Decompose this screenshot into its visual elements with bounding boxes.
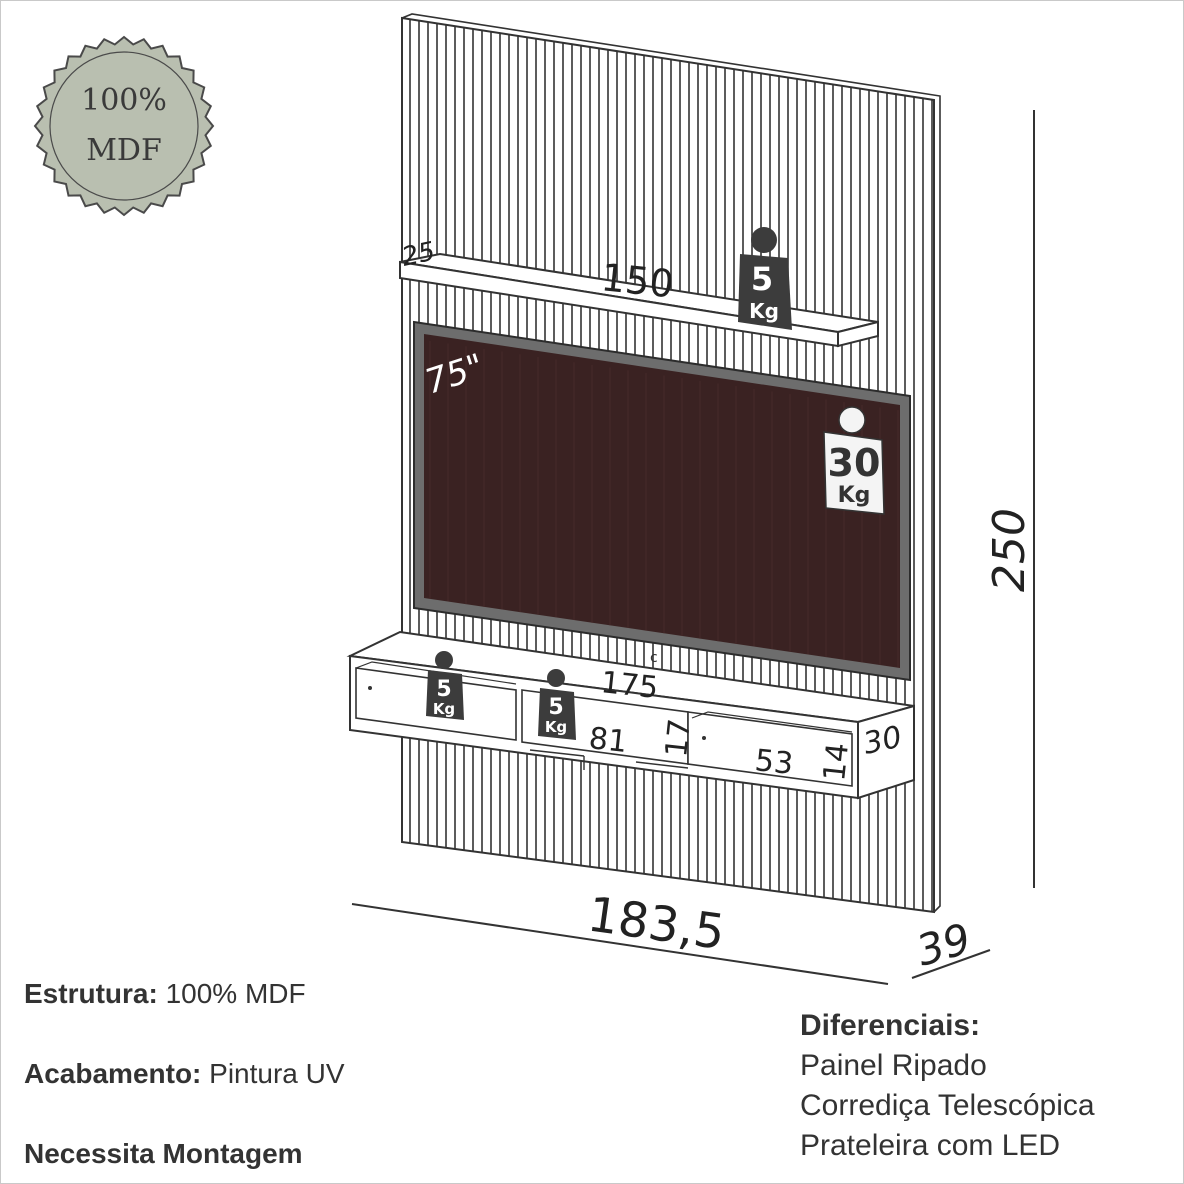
rack-width-label: 175 [599,665,660,706]
seal-line-2: MDF [86,133,162,168]
spec-acabamento: Acabamento: Pintura UV [24,1058,345,1090]
spec-estrutura-value: 100% MDF [165,978,306,1009]
shelf-depth-label: 25 [399,237,438,273]
depth-dimension-line [911,949,991,979]
niche-width-label: 81 [587,721,629,760]
spec-montagem-label: Necessita Montagem [24,1138,303,1169]
spec-estrutura: Estrutura: 100% MDF [24,978,306,1010]
dimension-lines [351,110,1035,985]
drawer-height-label: 14 [817,741,856,783]
shelf-weight-value: 5 [751,260,773,298]
tv-weight-value: 30 [828,441,881,485]
width-dimension-line [351,903,889,985]
rack-left-weight-value: 5 [436,677,451,702]
rack-depth-label: 30 [860,720,905,762]
rack-middle-weight-value: 5 [548,695,563,720]
diferencial-item: Prateleira com LED [800,1129,1061,1162]
tv-logo: c [650,650,658,666]
weight-tag-shelf: 5 Kg [738,227,792,330]
mdf-seal-badge: 100% MDF [33,35,215,217]
diferencial-item: Painel Ripado [800,1049,987,1082]
spec-acabamento-value: Pintura UV [209,1058,345,1089]
spec-estrutura-label: Estrutura: [24,978,158,1009]
niche-height-label: 17 [659,717,698,759]
total-height-label: 250 [984,508,1035,592]
spec-montagem: Necessita Montagem [24,1138,303,1170]
drawer-width-label: 53 [753,743,795,782]
shelf-weight-unit: Kg [749,299,779,323]
diferenciais-list: Diferenciais: Painel Ripado Corrediça Te… [800,1006,1095,1166]
weight-tag-rack-middle: 5 Kg [538,669,576,740]
weight-tag-tv: 30 Kg [823,406,885,515]
rack-left-weight-unit: Kg [433,700,455,718]
diferenciais-title: Diferenciais: [800,1009,981,1042]
spec-acabamento-label: Acabamento: [24,1058,202,1089]
tv-weight-unit: Kg [838,483,871,508]
seal-line-1: 100% [81,83,167,118]
total-width-label: 183,5 [584,886,728,961]
shelf-width-label: 150 [599,255,676,306]
diferencial-item: Corrediça Telescópica [800,1089,1095,1122]
weight-tag-rack-left: 5 Kg [426,651,464,720]
total-depth-label: 39 [911,914,976,976]
rack-middle-weight-unit: Kg [545,718,567,736]
tv-screen: c [413,320,911,682]
